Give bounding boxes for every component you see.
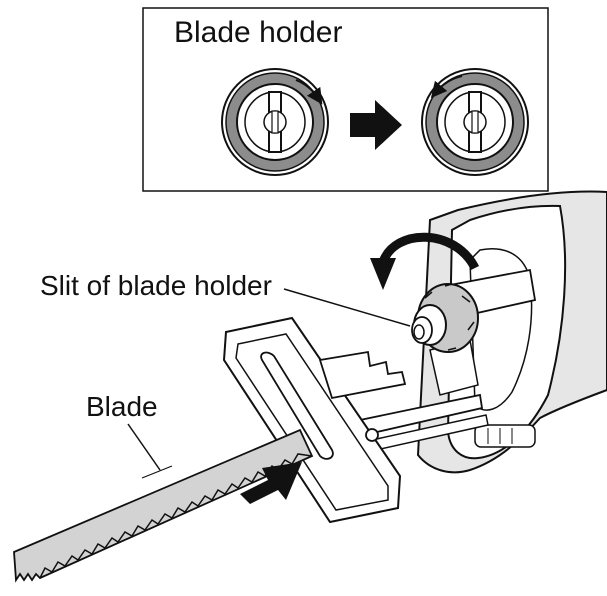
insert-arrow-icon	[240, 462, 302, 504]
slit-leader	[283, 288, 411, 327]
right-arrow-icon	[350, 100, 402, 150]
rotate-arrow-icon	[430, 75, 463, 99]
rotate-arrow-icon	[370, 232, 480, 290]
blade-leader	[127, 423, 161, 471]
blade	[13, 428, 314, 583]
rotate-arrow-icon	[295, 79, 323, 105]
blade-tang	[318, 350, 407, 400]
blade-label: Blade	[86, 391, 158, 422]
slit-label: Slit of blade holder	[40, 270, 272, 301]
blade-holder-after	[421, 68, 529, 176]
blade-holder-before	[221, 68, 329, 176]
shoe-plate	[222, 316, 402, 524]
blade-holder-knob	[411, 283, 479, 353]
inset-panel: Blade holder	[142, 7, 549, 192]
inset-title: Blade holder	[174, 16, 342, 49]
saw-body	[358, 190, 607, 474]
